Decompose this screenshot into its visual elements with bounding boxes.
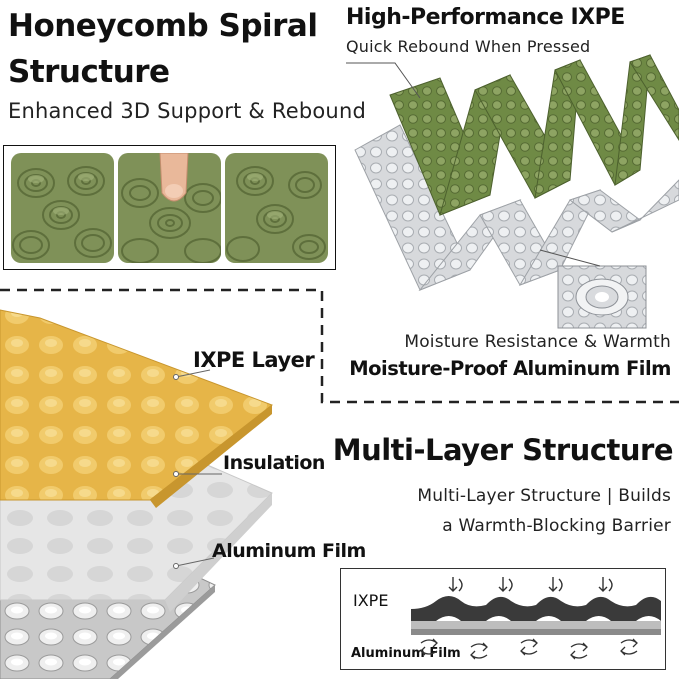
moisture-subtitle: Moisture Resistance & Warmth bbox=[404, 332, 671, 352]
insulation-label: Insulation bbox=[223, 452, 325, 474]
folded-mat-silver bbox=[354, 124, 679, 292]
honeycomb-title-line1: Honeycomb Spiral bbox=[8, 8, 318, 44]
diagram-aluminum-label: Aluminum Film bbox=[351, 646, 461, 661]
folded-mat-green bbox=[389, 54, 679, 216]
ixpe-subtitle: Quick Rebound When Pressed bbox=[346, 37, 591, 56]
honeycomb-photo-pressed bbox=[118, 153, 221, 263]
aluminum-film-label: Aluminum Film bbox=[212, 540, 366, 562]
diagram-ixpe-label: IXPE bbox=[353, 591, 389, 610]
honeycomb-photo bbox=[11, 153, 114, 263]
multilayer-subtitle-line1: Multi-Layer Structure | Builds bbox=[417, 486, 671, 506]
honeycomb-photo-rebound bbox=[225, 153, 328, 263]
multilayer-subtitle-line2: a Warmth-Blocking Barrier bbox=[442, 516, 671, 536]
cross-section-graphic bbox=[411, 577, 661, 660]
reflect-arrow-icons bbox=[420, 638, 638, 660]
aluminum-closeup bbox=[557, 265, 647, 329]
honeycomb-subtitle: Enhanced 3D Support & Rebound bbox=[8, 99, 366, 123]
moisture-title: Moisture-Proof Aluminum Film bbox=[349, 357, 671, 380]
honeycomb-photo-strip bbox=[3, 145, 336, 270]
multilayer-title: Multi-Layer Structure bbox=[332, 433, 674, 467]
honeycomb-title-line2: Structure bbox=[8, 54, 170, 90]
ixpe-title: High-Performance IXPE bbox=[346, 5, 625, 30]
cross-section-diagram: IXPE Aluminum Film bbox=[340, 568, 666, 670]
ixpe-layer-label: IXPE Layer bbox=[193, 348, 315, 372]
heat-arrow-icons bbox=[448, 577, 613, 592]
